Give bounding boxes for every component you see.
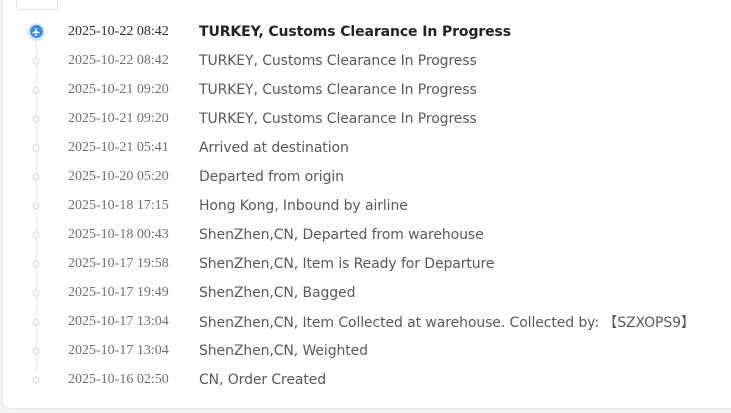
- event-time: 2025-10-17 13:04: [68, 342, 169, 358]
- event-description: ShenZhen,CN, Bagged: [199, 284, 356, 301]
- event-time: 2025-10-17 19:58: [68, 255, 169, 271]
- timeline-event: 2025-10-22 08:42 TURKEY, Customs Clearan…: [3, 17, 731, 46]
- event-description: ShenZhen,CN, Departed from warehouse: [199, 226, 484, 243]
- timeline-dot: [32, 347, 40, 354]
- tracking-timeline: 2025-10-22 08:42 TURKEY, Customs Clearan…: [3, 17, 731, 394]
- event-description: ShenZhen,CN, Weighted: [199, 342, 368, 359]
- timeline-event: 2025-10-21 09:20 TURKEY, Customs Clearan…: [3, 75, 731, 104]
- timeline-event: 2025-10-22 08:42 TURKEY, Customs Clearan…: [3, 46, 731, 75]
- timeline-event: 2025-10-20 05:20 Departed from origin: [3, 162, 731, 191]
- event-description: Hong Kong, Inbound by airline: [199, 197, 408, 214]
- timeline-dot: [32, 57, 40, 64]
- event-time: 2025-10-22 08:42: [68, 23, 169, 39]
- timeline-event: 2025-10-21 09:20 TURKEY, Customs Clearan…: [3, 104, 731, 133]
- timeline-event: 2025-10-17 19:58 ShenZhen,CN, Item is Re…: [3, 249, 731, 278]
- event-time: 2025-10-21 05:41: [68, 139, 169, 155]
- timeline-dot: [32, 86, 40, 93]
- event-time: 2025-10-22 08:42: [68, 52, 169, 68]
- event-time: 2025-10-20 05:20: [68, 168, 169, 184]
- event-description: ShenZhen,CN, Item Collected at warehouse…: [199, 314, 695, 331]
- event-time: 2025-10-21 09:20: [68, 110, 169, 126]
- event-description: TURKEY, Customs Clearance In Progress: [199, 52, 477, 69]
- timeline-dot: [32, 376, 40, 383]
- timeline-dot: [32, 144, 40, 151]
- timeline-dot: [32, 115, 40, 122]
- event-description: Departed from origin: [199, 168, 344, 185]
- event-time: 2025-10-18 17:15: [68, 197, 169, 213]
- event-time: 2025-10-17 19:49: [68, 284, 169, 300]
- event-description: TURKEY, Customs Clearance In Progress: [199, 110, 477, 127]
- timeline-event: 2025-10-17 13:04 ShenZhen,CN, Weighted: [3, 336, 731, 365]
- timeline-dot: [32, 318, 40, 325]
- timeline-event: 2025-10-17 19:49 ShenZhen,CN, Bagged: [3, 278, 731, 307]
- timeline-dot: [32, 289, 40, 296]
- timeline-dot: [32, 231, 40, 238]
- event-description: Arrived at destination: [199, 139, 349, 156]
- event-time: 2025-10-21 09:20: [68, 81, 169, 97]
- timeline-event: 2025-10-21 05:41 Arrived at destination: [3, 133, 731, 162]
- timeline-event: 2025-10-18 17:15 Hong Kong, Inbound by a…: [3, 191, 731, 220]
- event-time: 2025-10-18 00:43: [68, 226, 169, 242]
- event-description: TURKEY, Customs Clearance In Progress: [199, 23, 512, 40]
- tab-stub: [16, 0, 58, 10]
- event-time: 2025-10-16 02:50: [68, 371, 169, 387]
- event-description: CN, Order Created: [199, 371, 327, 388]
- timeline-dot: [32, 260, 40, 267]
- event-time: 2025-10-17 13:04: [68, 313, 169, 329]
- timeline-event: 2025-10-17 13:04 ShenZhen,CN, Item Colle…: [3, 307, 731, 336]
- plane-icon: [29, 25, 43, 38]
- timeline-event: 2025-10-16 02:50 CN, Order Created: [3, 365, 731, 394]
- timeline-dot: [32, 173, 40, 180]
- event-description: TURKEY, Customs Clearance In Progress: [199, 81, 477, 98]
- timeline-dot: [32, 202, 40, 209]
- current-marker: [27, 22, 45, 41]
- event-description: ShenZhen,CN, Item is Ready for Departure: [199, 255, 495, 272]
- timeline-event: 2025-10-18 00:43 ShenZhen,CN, Departed f…: [3, 220, 731, 249]
